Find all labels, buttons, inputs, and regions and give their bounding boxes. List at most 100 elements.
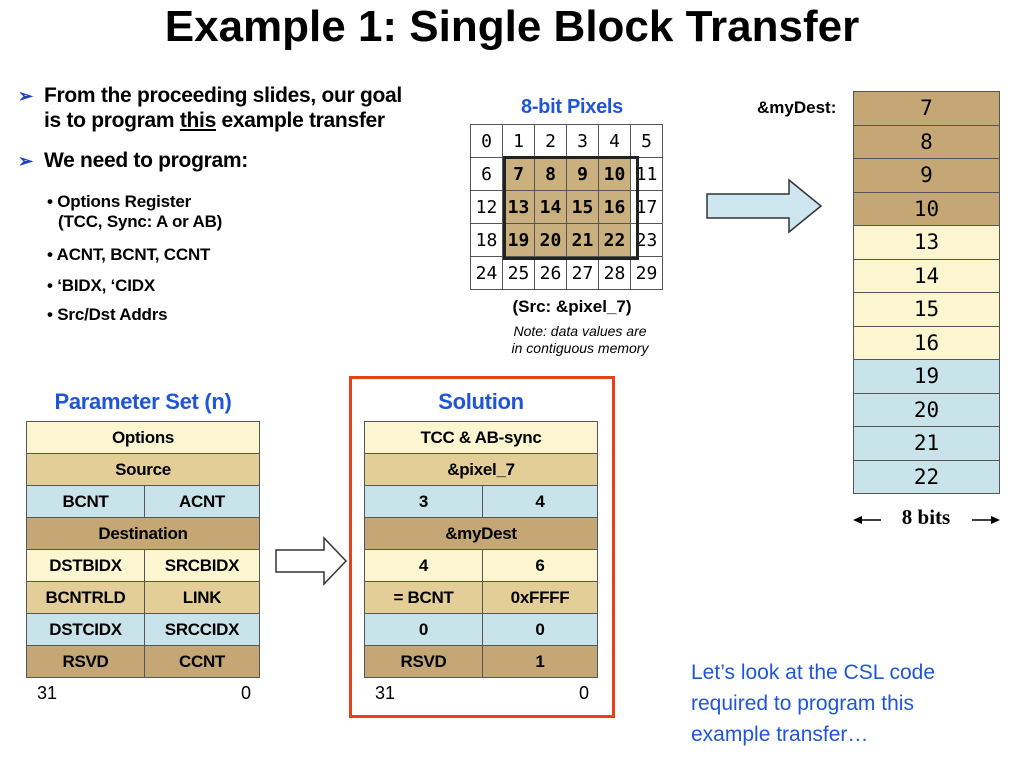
arrow-bullet-icon: ➢ [18, 86, 33, 106]
param-acnt: ACNT [144, 485, 260, 518]
csl-note-line3: example transfer… [691, 723, 869, 746]
bullet-goal-line1: From the proceeding slides, our goal [44, 84, 402, 107]
selection-outline [503, 156, 639, 260]
pixel-cell: 24 [470, 256, 503, 290]
pixel-cell: 0 [470, 124, 503, 158]
dest-cell: 21 [853, 426, 1000, 461]
param-ccnt: CCNT [144, 645, 260, 678]
dest-cell: 10 [853, 191, 1000, 226]
pixel-row: 24 25 26 27 28 29 [470, 256, 663, 290]
right-arrow-icon [275, 536, 348, 586]
dest-cell: 13 [853, 225, 1000, 260]
param-srccidx: SRCCIDX [144, 613, 260, 646]
pixel-cell: 18 [470, 223, 503, 257]
pixel-cell-selected: 9 [566, 157, 599, 191]
pixel-cell: 11 [630, 157, 663, 191]
solution-bit-low: 0 [579, 683, 590, 703]
right-arrow-icon [706, 178, 823, 234]
bullet-goal-line2-post: example transfer [215, 109, 386, 132]
pixel-cell: 25 [502, 256, 535, 290]
pixel-cell: 26 [534, 256, 567, 290]
dest-label: &myDest: [757, 98, 837, 117]
pixel-cell-selected: 13 [502, 190, 535, 224]
pixel-cell-selected: 16 [598, 190, 631, 224]
solution-dstcidx: 0 [364, 613, 483, 646]
pixel-cell: 1 [502, 124, 535, 158]
solution-srccidx: 0 [482, 613, 598, 646]
pixel-cell: 2 [534, 124, 567, 158]
contiguous-note: Note: data values are in contiguous memo… [480, 323, 680, 357]
bits-label: 8 bits [901, 505, 951, 529]
pixel-cell: 3 [566, 124, 599, 158]
dest-cell: 7 [853, 91, 1000, 126]
pixel-cell-selected: 22 [598, 223, 631, 257]
solution-rsvd: RSVD [364, 645, 483, 678]
param-bcnt: BCNT [26, 485, 145, 518]
bullet-goal-underlined: this [179, 109, 216, 132]
solution-acnt: 4 [482, 485, 598, 518]
solution-title: Solution [438, 389, 524, 414]
dest-cell: 20 [853, 392, 1000, 427]
param-options: Options [26, 421, 260, 454]
solution-bcntrld: = BCNT [364, 581, 483, 614]
bullet-goal: ➢ From the proceeding slides, our goal i… [18, 83, 402, 133]
pixel-cell: 5 [630, 124, 663, 158]
sub-bullet-index: • ‘BIDX, ‘CIDX [47, 276, 155, 295]
arrow-bullet-icon: ➢ [18, 151, 33, 171]
sub-bullet-options-line1: • Options Register [47, 192, 192, 211]
contiguous-note-line2: in contiguous memory [511, 340, 649, 356]
dest-cell: 9 [853, 158, 1000, 193]
pixel-cell-selected: 10 [598, 157, 631, 191]
bits-width-arrow-icon [853, 516, 1000, 524]
sub-bullet-counts: • ACNT, BCNT, CCNT [47, 245, 211, 264]
page-title: Example 1: Single Block Transfer [164, 2, 860, 51]
dest-cell: 22 [853, 459, 1000, 494]
bullet-goal-line2-pre: is to program [44, 109, 180, 132]
sub-bullet-options-line2: (TCC, Sync: A or AB) [58, 212, 223, 231]
pixel-grid: 0 1 2 3 4 5 6 7 8 9 10 11 12 13 14 15 16… [470, 124, 663, 290]
pixels-title: 8-bit Pixels [521, 96, 623, 118]
pixel-cell: 27 [566, 256, 599, 290]
dest-cell: 8 [853, 124, 1000, 159]
contiguous-note-line1: Note: data values are [513, 323, 647, 339]
bullet-goal-line2: is to program this example transfer [44, 108, 402, 133]
param-link: LINK [144, 581, 260, 614]
param-srcbidx: SRCBIDX [144, 549, 260, 582]
bullet-program-text: We need to program: [44, 149, 248, 172]
dest-cell: 16 [853, 325, 1000, 360]
solution-ccnt: 1 [482, 645, 598, 678]
dest-cell: 14 [853, 258, 1000, 293]
sub-bullet-addrs: • Src/Dst Addrs [47, 305, 168, 324]
pixel-cell: 29 [630, 256, 663, 290]
dest-cell: 19 [853, 359, 1000, 394]
param-dstcidx: DSTCIDX [26, 613, 145, 646]
pixel-cell-selected: 7 [502, 157, 535, 191]
dest-memory-table: 7 8 9 10 13 14 15 16 19 20 21 22 [853, 91, 1000, 494]
pixel-cell: 28 [598, 256, 631, 290]
pixel-row: 0 1 2 3 4 5 [470, 124, 663, 158]
param-rsvd: RSVD [26, 645, 145, 678]
pixel-cell: 6 [470, 157, 503, 191]
solution-options: TCC & AB-sync [364, 421, 598, 454]
dest-cell: 15 [853, 292, 1000, 327]
param-set-title: Parameter Set (n) [54, 389, 232, 414]
solution-srcbidx: 6 [482, 549, 598, 582]
param-bit-high: 31 [37, 683, 58, 703]
pixel-cell-selected: 8 [534, 157, 567, 191]
pixel-cell-selected: 14 [534, 190, 567, 224]
solution-frame [349, 376, 615, 718]
solution-bit-high: 31 [375, 683, 396, 703]
param-destination: Destination [26, 517, 260, 550]
pixel-cell-selected: 15 [566, 190, 599, 224]
pixel-cell-selected: 20 [534, 223, 567, 257]
solution-destination: &myDest [364, 517, 598, 550]
param-bcntrld: BCNTRLD [26, 581, 145, 614]
pixel-cell: 4 [598, 124, 631, 158]
solution-bcnt: 3 [364, 485, 483, 518]
sub-bullet-options: • Options Register (TCC, Sync: A or AB) [47, 192, 222, 232]
solution-link: 0xFFFF [482, 581, 598, 614]
solution-source: &pixel_7 [364, 453, 598, 486]
pixel-cell-selected: 21 [566, 223, 599, 257]
pixel-row: 12 13 14 15 16 17 [470, 190, 663, 224]
